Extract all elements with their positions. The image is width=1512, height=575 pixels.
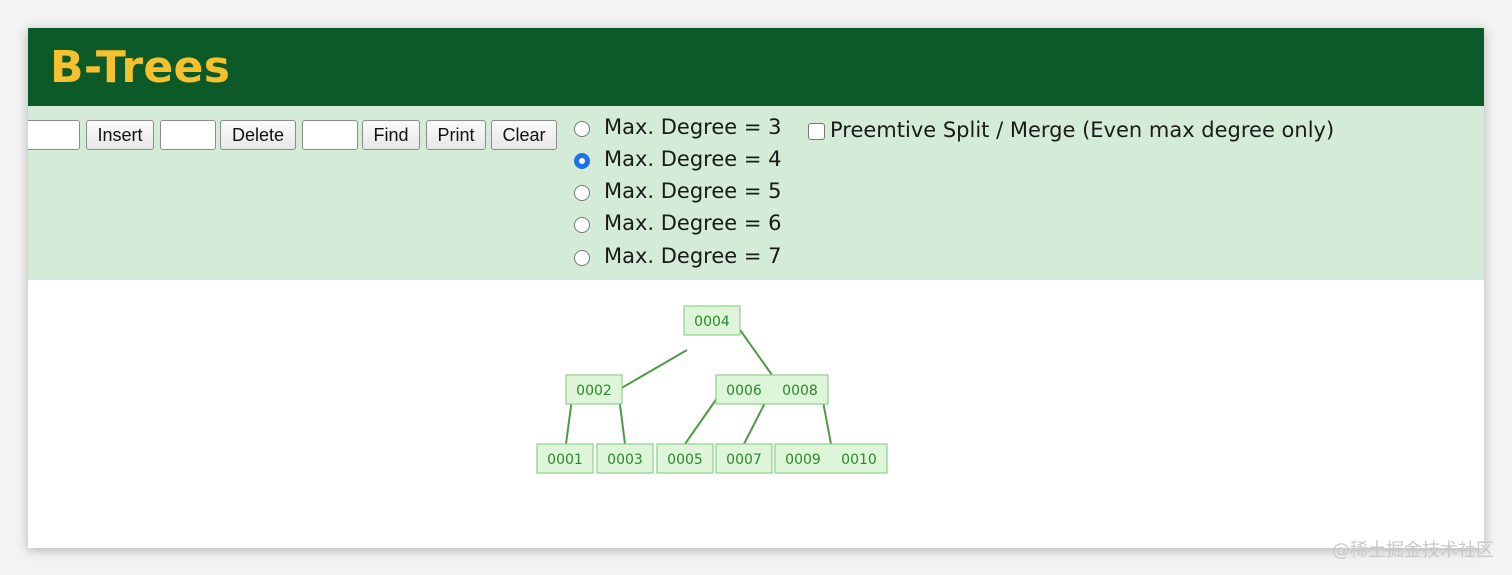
- tree-key: 0010: [841, 452, 877, 468]
- clear-button[interactable]: Clear: [491, 120, 557, 150]
- header-bar: B-Trees: [28, 28, 1484, 106]
- tree-key: 0001: [547, 452, 583, 468]
- find-input[interactable]: [302, 120, 358, 150]
- tree-key: 0002: [576, 383, 612, 399]
- tree-key: 0009: [785, 452, 821, 468]
- tree-node: [536, 443, 594, 474]
- tree-node: [683, 305, 741, 336]
- controls-panel: Insert Delete Find Print Clear Max. Degr…: [28, 106, 1484, 280]
- degree-radio[interactable]: [574, 250, 590, 266]
- delete-input[interactable]: [160, 120, 216, 150]
- tree-key: 0006: [726, 383, 762, 399]
- tree-node: [565, 374, 623, 405]
- preemptive-checkbox[interactable]: [808, 123, 825, 140]
- print-button[interactable]: Print: [426, 120, 486, 150]
- degree-label: Max. Degree = 5: [604, 179, 782, 203]
- tree-node: [656, 443, 714, 474]
- degree-label: Max. Degree = 3: [604, 115, 782, 139]
- find-button[interactable]: Find: [362, 120, 420, 150]
- page-title: B-Trees: [50, 42, 231, 93]
- degree-radio[interactable]: [574, 185, 590, 201]
- tree-node: [774, 443, 888, 474]
- degree-label: Max. Degree = 7: [604, 244, 782, 268]
- preemptive-label: Preemtive Split / Merge (Even max degree…: [830, 118, 1335, 142]
- tree-key: 0003: [607, 452, 643, 468]
- btree-diagram: 0004 0002 0006 0008 0001 0003 0005 0007 0009 0010: [536, 305, 888, 474]
- degree-radio[interactable]: [574, 217, 590, 233]
- degree-radio[interactable]: [574, 153, 590, 169]
- tree-key: 0007: [726, 452, 762, 468]
- tree-key: 0005: [667, 452, 703, 468]
- tree-node: [715, 374, 829, 405]
- tree-key: 0004: [694, 314, 730, 330]
- watermark: @稀土掘金技术社区: [1332, 540, 1494, 561]
- delete-button[interactable]: Delete: [220, 120, 296, 150]
- insert-button[interactable]: Insert: [86, 120, 154, 150]
- degree-label: Max. Degree = 4: [604, 147, 782, 171]
- tree-key: 0008: [782, 383, 818, 399]
- degree-radio[interactable]: [574, 121, 590, 137]
- tree-node: [596, 443, 654, 474]
- degree-label: Max. Degree = 6: [604, 211, 782, 235]
- insert-input[interactable]: [28, 120, 80, 150]
- tree-canvas: 0004 0002 0006 0008 0001 0003 0005 0007 0009 0010: [28, 280, 1484, 548]
- tree-node: [715, 443, 773, 474]
- app-window: B-Trees Insert Delete Find Print Clear M…: [28, 28, 1484, 548]
